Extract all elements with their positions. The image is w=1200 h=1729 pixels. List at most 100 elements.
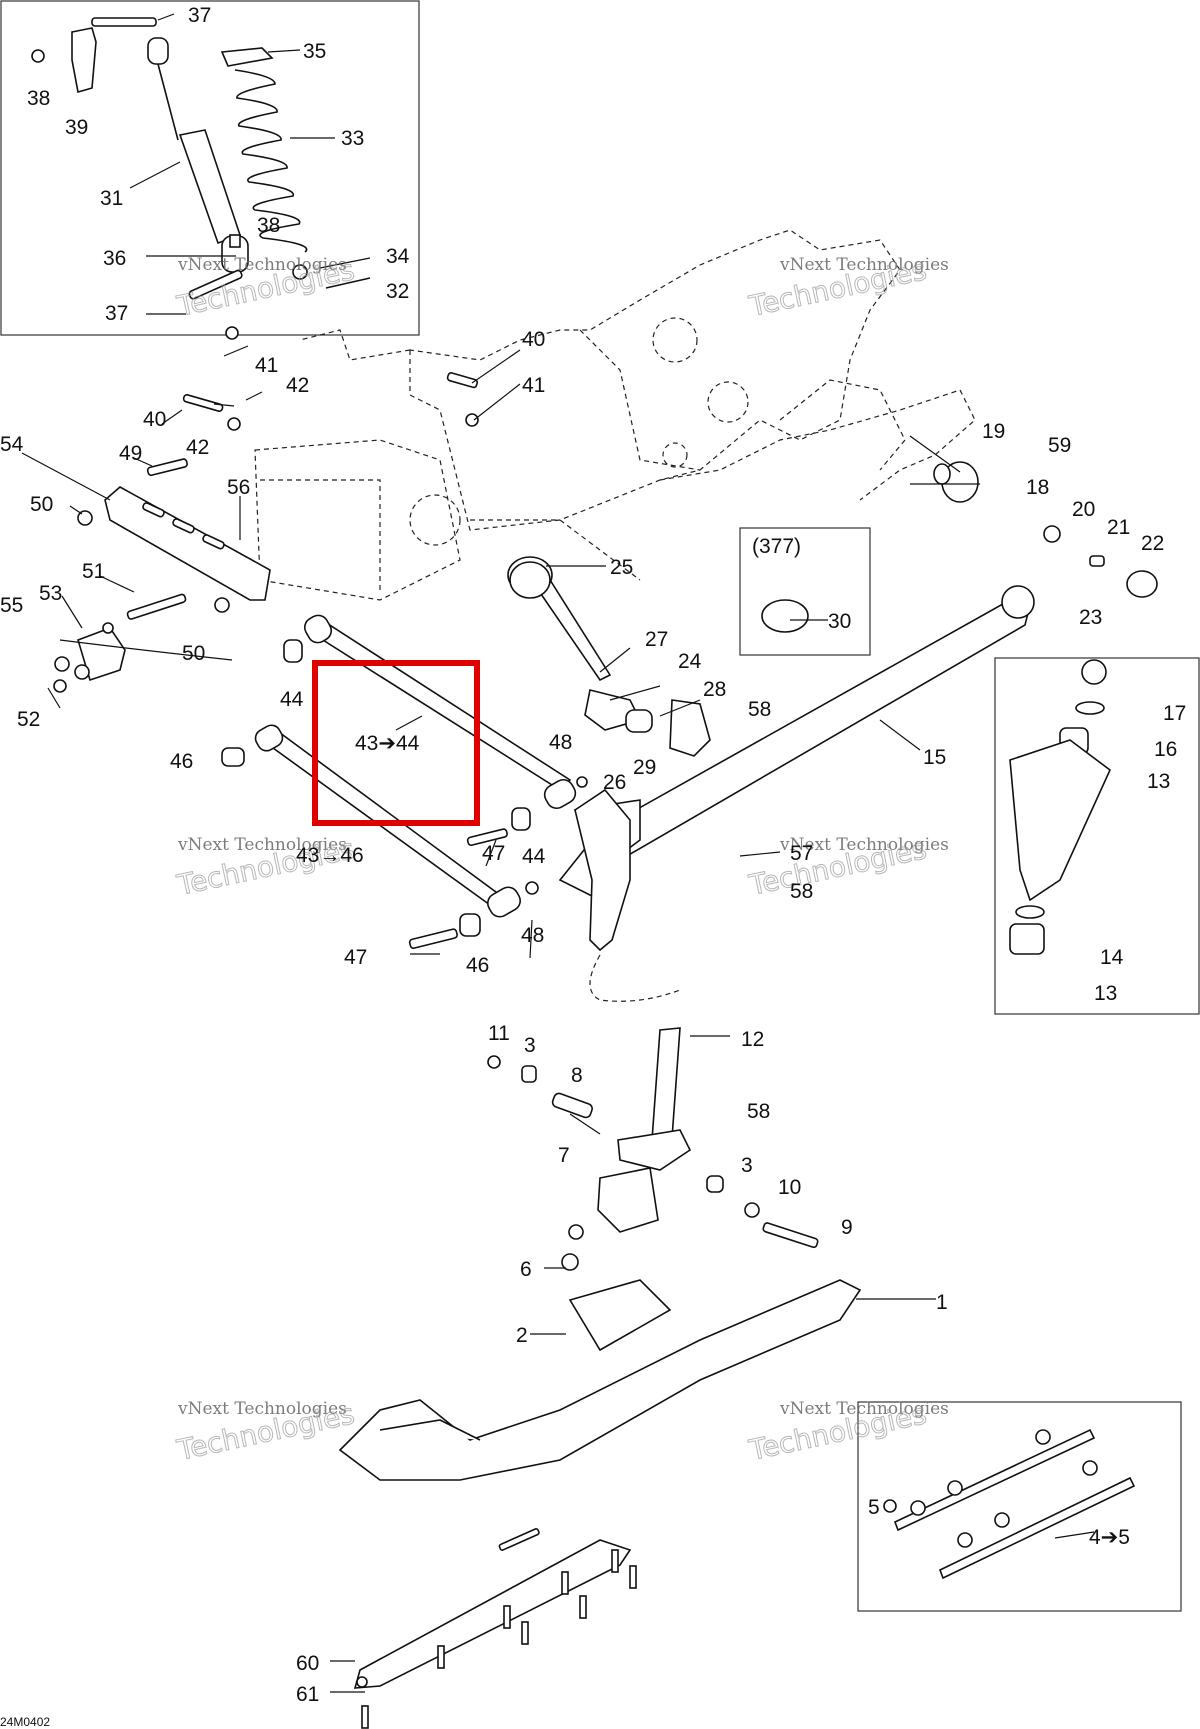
- callout-1: 1: [936, 1291, 948, 1314]
- callout-39: 39: [65, 116, 88, 139]
- callout-44: 44: [280, 688, 304, 711]
- svg-text:vNext Technologies: vNext Technologies: [779, 255, 949, 275]
- bracket-nuts: [53, 326, 479, 693]
- callout-7: 7: [558, 1144, 570, 1167]
- callout-53: 53: [39, 582, 62, 605]
- callout-47: 47: [344, 946, 367, 969]
- callout-9: 9: [841, 1216, 853, 1239]
- callout-37: 37: [188, 4, 211, 27]
- callout-20: 20: [1072, 498, 1095, 521]
- callout-25: 25: [610, 556, 633, 579]
- callout-377: (377): [752, 535, 801, 558]
- callout-50: 50: [30, 493, 53, 516]
- callout-41: 41: [522, 374, 545, 397]
- highlight-label: 43➔44: [355, 732, 420, 755]
- callout-5: 5: [868, 1496, 880, 1519]
- callout-21: 21: [1107, 516, 1130, 539]
- radius-rod-bushings: [221, 639, 588, 950]
- ski-bolts: [361, 1549, 637, 1729]
- svg-text:vNext Technologies: vNext Technologies: [177, 255, 347, 275]
- reference-code: 24M0402: [0, 1715, 50, 1729]
- callout-29: 29: [633, 756, 656, 779]
- callout-3: 3: [741, 1154, 753, 1177]
- chassis-frame-outline: [299, 229, 976, 531]
- callout-15: 15: [923, 746, 946, 769]
- callout-50: 50: [182, 642, 205, 665]
- callout-3: 3: [524, 1034, 536, 1057]
- callout-10: 10: [778, 1176, 801, 1199]
- callout-18: 18: [1026, 476, 1049, 499]
- callout-37: 37: [105, 302, 128, 325]
- callout-47: 47: [482, 842, 505, 865]
- callout-52: 52: [17, 708, 40, 731]
- steering-arm-bushings: [625, 699, 711, 757]
- cap-inset-frame: [739, 527, 871, 656]
- callout-4-5: 4➔5: [1089, 1526, 1130, 1549]
- callout-48: 48: [549, 731, 572, 754]
- shock-bracket: [31, 17, 157, 94]
- callout-48: 48: [521, 924, 544, 947]
- runners: [883, 1428, 1136, 1580]
- callout-49: 49: [119, 442, 142, 465]
- svg-text:vNext Technologies: vNext Technologies: [779, 1399, 949, 1419]
- callout-55: 55: [0, 594, 23, 617]
- callout-12: 12: [741, 1028, 764, 1051]
- callout-36: 36: [103, 247, 126, 270]
- spindle-lower-parts: [487, 1027, 819, 1249]
- callout-22: 22: [1141, 532, 1164, 555]
- callout-38: 38: [27, 87, 50, 110]
- callout-13: 13: [1147, 770, 1170, 793]
- callout-44: 44: [522, 845, 546, 868]
- callout-38: 38: [257, 214, 280, 237]
- callout-23: 23: [1079, 606, 1102, 629]
- callout-42: 42: [186, 436, 209, 459]
- spindle-inset-frame: [994, 657, 1200, 1015]
- spindle-inset-parts: [1009, 659, 1111, 955]
- callout-32: 32: [386, 280, 409, 303]
- callout-40: 40: [522, 328, 545, 351]
- leader-lines: [21, 13, 1095, 1693]
- callout-14: 14: [1100, 946, 1124, 969]
- callout-30: 30: [828, 610, 851, 633]
- callout-16: 16: [1154, 738, 1177, 761]
- cap: [761, 599, 809, 633]
- callout-2: 2: [516, 1324, 528, 1347]
- callout-35: 35: [303, 40, 326, 63]
- callout-46: 46: [170, 750, 193, 773]
- svg-text:vNext Technologies: vNext Technologies: [177, 1399, 347, 1419]
- callout-41: 41: [255, 354, 278, 377]
- callout-46: 46: [466, 954, 489, 977]
- spindle: [574, 788, 681, 1002]
- shock-spring: [220, 47, 308, 253]
- callout-43-46: 43→46: [296, 844, 364, 867]
- callout-8: 8: [571, 1064, 583, 1087]
- callout-24: 24: [678, 650, 702, 673]
- runner-inset-frame: [857, 1401, 1182, 1612]
- callout-59: 59: [1048, 434, 1071, 457]
- svg-text:vNext Technologies: vNext Technologies: [177, 835, 347, 855]
- callout-26: 26: [603, 771, 626, 794]
- svg-text:vNext Technologies: vNext Technologies: [779, 835, 949, 855]
- callout-40: 40: [143, 408, 166, 431]
- callout-13: 13: [1094, 982, 1117, 1005]
- shock-inset-frame: [0, 0, 420, 336]
- callout-57: 57: [790, 842, 813, 865]
- callout-51: 51: [82, 560, 105, 583]
- callout-34: 34: [386, 245, 410, 268]
- callout-31: 31: [100, 187, 123, 210]
- callout-17: 17: [1163, 702, 1186, 725]
- callout-19: 19: [982, 420, 1005, 443]
- callout-58: 58: [790, 880, 813, 903]
- lower-radius-rod: [254, 724, 521, 918]
- engine-mount-block: [254, 439, 641, 601]
- callout-27: 27: [645, 628, 668, 651]
- shock-absorber: [147, 37, 249, 273]
- callout-58: 58: [748, 698, 771, 721]
- callout-61: 61: [296, 1683, 319, 1706]
- callout-11: 11: [488, 1022, 510, 1045]
- callout-labels: 37 35 33 38 39 31 38 36 34 32 37 40 41 4…: [0, 4, 1186, 1706]
- cross-shaft-parts: [509, 461, 1158, 599]
- shock-bolt: [188, 264, 371, 300]
- callout-54: 54: [0, 433, 24, 456]
